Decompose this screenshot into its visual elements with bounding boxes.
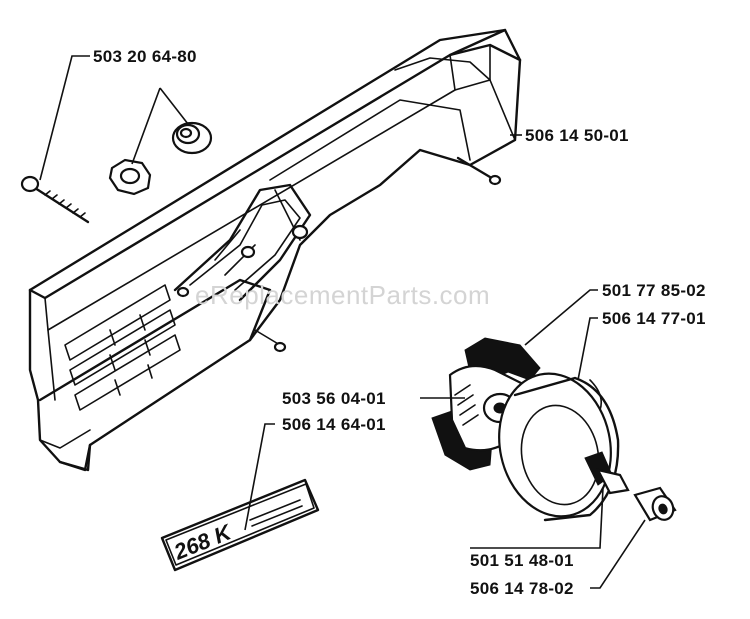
decal-drawing: 268 K [160,478,320,572]
part-label-503-56-04-01: 503 56 04-01 [282,389,386,408]
clutch-cover-drawing [28,28,522,472]
part-label-503-20-64-80: 503 20 64-80 [93,47,197,66]
flange-nut-drawing [171,121,213,155]
watermark-text: eReplacementParts.com [195,280,490,310]
clutch-drum-drawing [498,372,620,522]
part-label-506-14-77-01: 506 14 77-01 [602,309,706,328]
nut-drawing [108,158,152,196]
part-label-506-14-64-01: 506 14 64-01 [282,415,386,434]
part-label-501-77-85-02: 501 77 85-02 [602,281,706,300]
part-label-506-14-50-01: 506 14 50-01 [525,126,629,145]
needle-bearing-drawing [584,451,630,495]
spacer-sleeve-drawing [633,486,677,522]
leader-lines [39,55,646,589]
screw-drawing [20,175,90,224]
part-label-506-14-78-02: 506 14 78-02 [470,579,574,598]
part-label-501-51-48-01: 501 51 48-01 [470,551,574,570]
